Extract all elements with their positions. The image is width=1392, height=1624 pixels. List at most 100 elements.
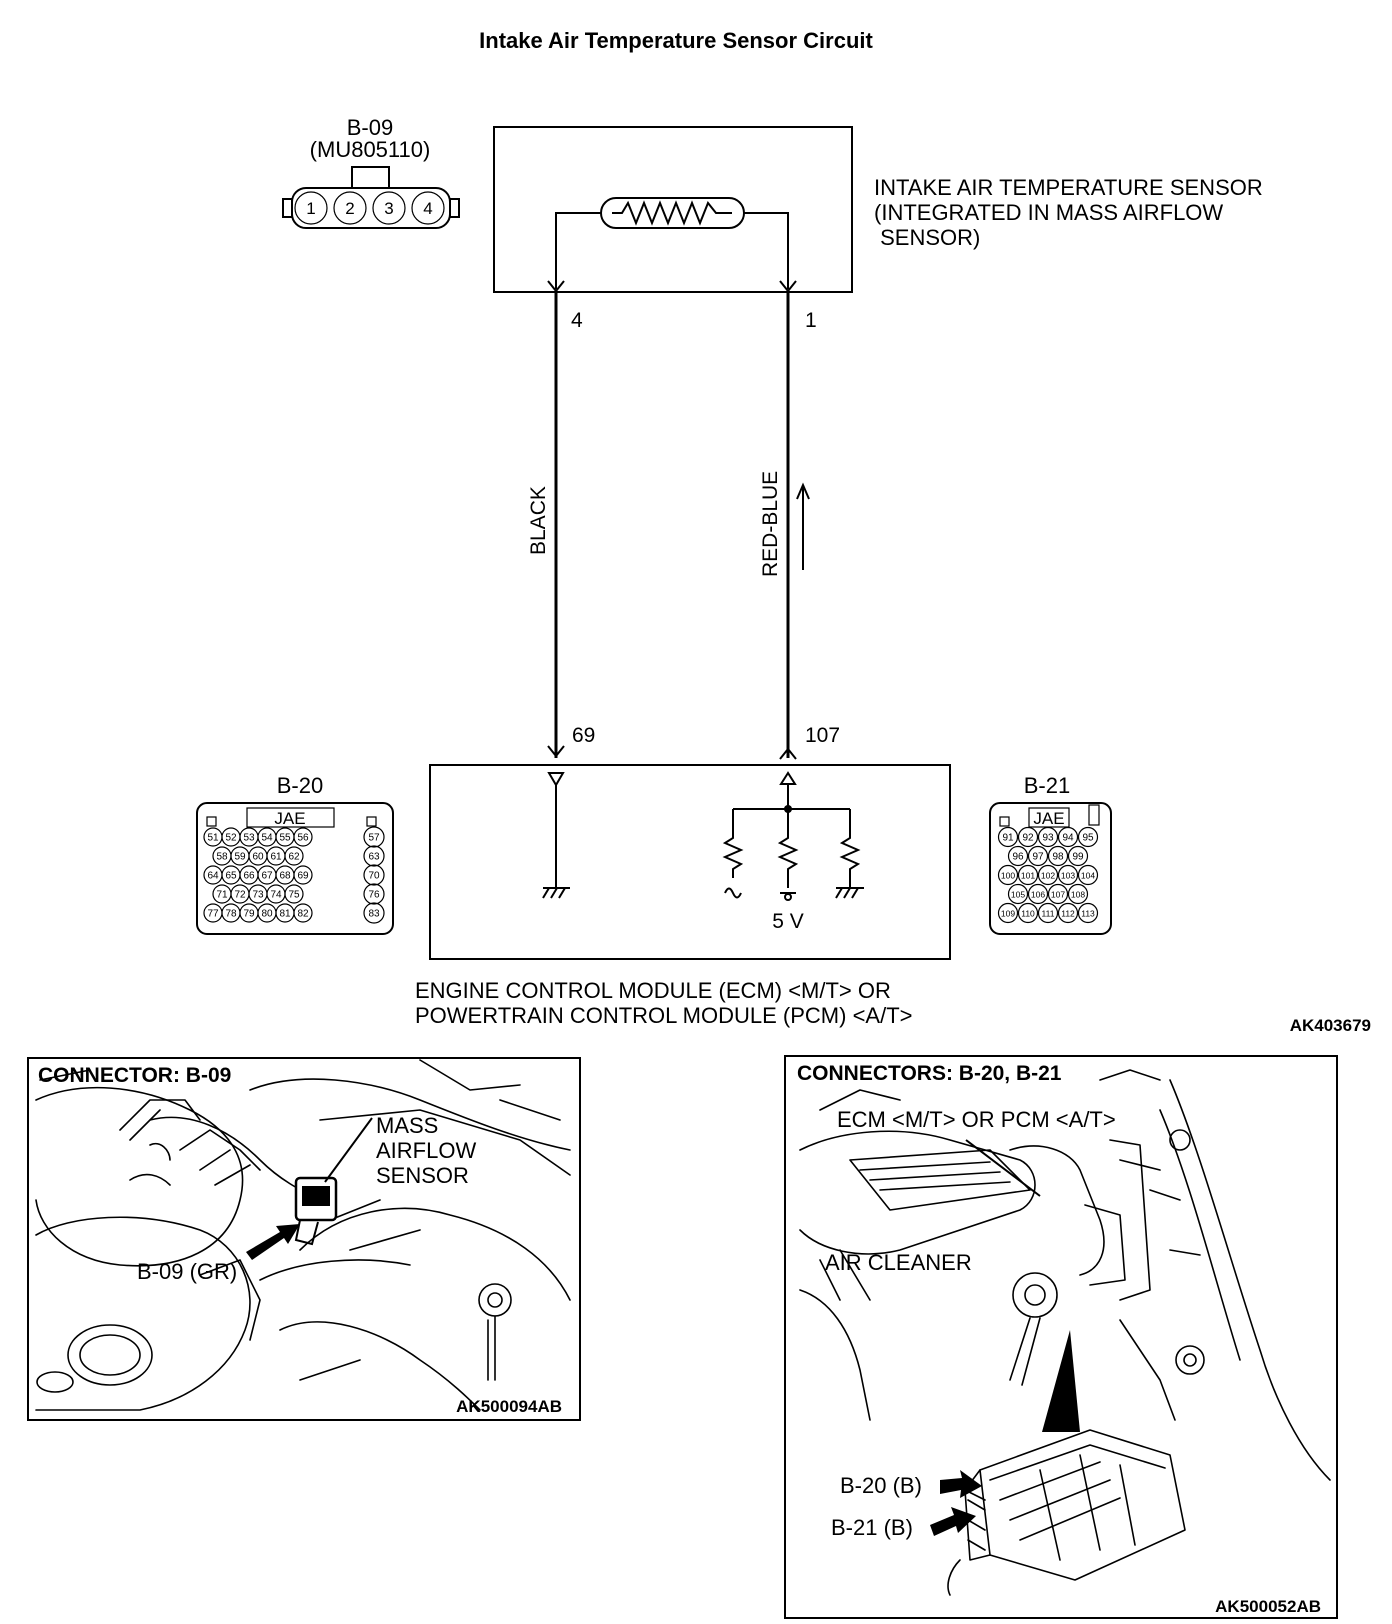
pin-socket (1037, 826, 1059, 848)
pin-socket (1057, 826, 1079, 848)
pin-socket (1047, 883, 1069, 905)
pin-socket (997, 826, 1019, 848)
photo-right-title: CONNECTORS: B-20, B-21 (797, 1062, 1062, 1085)
sensor-name-line-1: INTAKE AIR TEMPERATURE SENSOR (874, 175, 1263, 200)
photo-left-title: CONNECTOR: B-09 (38, 1064, 231, 1087)
connector-b21-pin-93: 93 (1042, 833, 1054, 844)
connector-b20-pin-83: 83 (368, 909, 380, 920)
b20-pointer-arrow (940, 1470, 982, 1498)
connector-b20-pin-57: 57 (368, 833, 380, 844)
pin-socket (1017, 826, 1039, 848)
connector-b20-pin-65: 65 (225, 871, 237, 882)
pin-socket (1007, 845, 1029, 867)
connector-b20-pin-79: 79 (243, 909, 255, 920)
connector-b21-pin-106: 106 (1031, 890, 1045, 900)
connector-b20-pin-63: 63 (368, 852, 380, 863)
connector-b21-pin-107: 107 (1051, 890, 1065, 900)
wire-red-blue: 1 RED-BLUE 107 (759, 292, 840, 760)
sensor-name-line-2: (INTEGRATED IN MASS AIRFLOW (874, 200, 1223, 225)
pin-socket (997, 902, 1019, 924)
connector-b20-pin-70: 70 (368, 871, 380, 882)
photo-right-code: AK500052AB (1215, 1597, 1321, 1616)
photo-left-callout-line-1: MASS (376, 1113, 438, 1138)
connector-b20-pin-81: 81 (279, 909, 291, 920)
connector-b20-pin-69: 69 (297, 871, 309, 882)
connector-b21-pin-113: 113 (1081, 909, 1095, 919)
photo-panel-connectors-b20-b21: CONNECTORS: B-20, B-21 ECM <M/T> OR PCM … (784, 1055, 1338, 1619)
photo-panel-connector-b09: CONNECTOR: B-09 MASS AIRFLOW SENSOR B-09… (27, 1057, 581, 1421)
connector-b20-pin-53: 53 (243, 833, 255, 844)
connector-b20-pin-59: 59 (234, 852, 246, 863)
sensor-pin-3: 3 (384, 199, 393, 218)
connector-b20-id: B-20 (277, 773, 323, 798)
sensor-part-number: (MU805110) (310, 137, 431, 162)
connector-b21-pin-102: 102 (1041, 871, 1055, 881)
photo-left-connector-label: B-09 (GR) (137, 1259, 237, 1284)
connector-b20-pin-56: 56 (297, 833, 309, 844)
photo-left-code: AK500094AB (456, 1397, 562, 1416)
sensor-connector-id: B-09 (347, 115, 393, 140)
photo-left-callout-line-2: AIRFLOW (376, 1138, 476, 1163)
module-name-line-2: POWERTRAIN CONTROL MODULE (PCM) <A/T> (415, 1003, 913, 1028)
connector-b20-pin-61: 61 (270, 852, 282, 863)
connector-b21-pin-94: 94 (1062, 833, 1074, 844)
sensor-pin-2: 2 (345, 199, 354, 218)
connector-b21-pin-92: 92 (1022, 833, 1034, 844)
pin-socket (1027, 883, 1049, 905)
pin-socket (363, 883, 385, 905)
connector-b20-pin-77: 77 (207, 909, 219, 920)
module-name-line-1: ENGINE CONTROL MODULE (ECM) <M/T> OR (415, 978, 891, 1003)
ecm-unit-illustration (947, 1429, 1186, 1596)
connector-b20-pin-52: 52 (225, 833, 237, 844)
pin-socket (1067, 883, 1089, 905)
current-direction-arrow (796, 482, 810, 570)
connector-b21-pin-109: 109 (1001, 909, 1015, 919)
connector-b20-pin-76: 76 (368, 890, 380, 901)
connector-b20-pin-71: 71 (216, 890, 228, 901)
pin-socket (363, 845, 385, 867)
photo-right-b20-label: B-20 (B) (840, 1473, 922, 1498)
connector-b20-maker: JAE (274, 809, 305, 828)
connector-b20-pin-73: 73 (252, 890, 264, 901)
connector-b21-pin-99: 99 (1072, 852, 1084, 863)
pin-socket (293, 865, 313, 885)
engine-control-module: 5 V (429, 764, 951, 960)
connector-b20-pin-55: 55 (279, 833, 291, 844)
connector-b21-pin-97: 97 (1032, 852, 1044, 863)
connector-b21-pin-95: 95 (1082, 833, 1094, 844)
pin-socket (1047, 845, 1069, 867)
connector-b20-pin-72: 72 (234, 890, 246, 901)
pin-socket (1077, 902, 1099, 924)
pin-socket (1017, 902, 1039, 924)
sensor-connector-b09: B-09 (MU805110) 1 2 3 4 (282, 115, 460, 229)
connector-b21-pin-108: 108 (1071, 890, 1085, 900)
connector-b20-pin-74: 74 (270, 890, 282, 901)
sensor-pin-4: 4 (423, 199, 432, 218)
pin-socket (1027, 845, 1049, 867)
wire-red-blue-module-pin: 107 (805, 724, 840, 747)
wire-red-blue-sensor-pin: 1 (805, 309, 817, 332)
connector-b20-pin-62: 62 (288, 852, 300, 863)
pin-socket (1067, 845, 1089, 867)
connector-b21-pin-110: 110 (1021, 909, 1035, 919)
pin-socket (284, 846, 304, 866)
engine-bay-illustration-right (799, 1069, 1331, 1481)
connector-b21-pin-103: 103 (1061, 871, 1075, 881)
pin-socket (1037, 864, 1059, 886)
thermistor-symbol (612, 200, 732, 226)
photo-right-b21-label: B-21 (B) (831, 1515, 913, 1540)
b21-pointer-arrow (930, 1507, 976, 1536)
connector-b20-pin-64: 64 (207, 871, 219, 882)
photo-right-air-cleaner-label: AIR CLEANER (825, 1250, 972, 1275)
wire-black-sensor-pin: 4 (571, 309, 583, 332)
connector-b20-pin-66: 66 (243, 871, 255, 882)
wire-black-color: BLACK (527, 486, 550, 555)
photo-left-callout-line-3: SENSOR (376, 1163, 469, 1188)
connector-b20-pin-67: 67 (261, 871, 273, 882)
intake-air-temperature-sensor (493, 126, 853, 293)
wire-red-blue-color: RED-BLUE (759, 471, 782, 577)
